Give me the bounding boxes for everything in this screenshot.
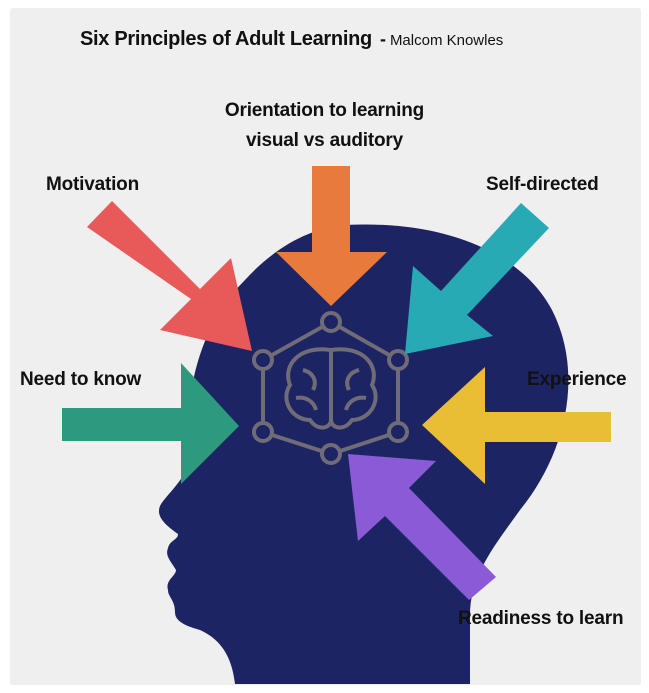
title-text: Six Principles of Adult Learning bbox=[80, 28, 372, 50]
orientation-arrow bbox=[276, 166, 387, 306]
experience-arrow bbox=[422, 367, 611, 484]
brain-network-icon bbox=[252, 311, 409, 465]
orientation-label-line1: Orientation to learning bbox=[224, 100, 425, 121]
motivation-label: Motivation bbox=[46, 174, 139, 195]
orientation-label: Orientation to learning visual vs audito… bbox=[0, 96, 649, 156]
diagram-title: Six Principles of Adult Learning-Malcom … bbox=[80, 28, 503, 51]
readiness-arrow bbox=[348, 454, 496, 600]
experience-label: Experience bbox=[527, 369, 627, 390]
readiness-label: Readiness to learn bbox=[458, 608, 624, 629]
self-directed-label: Self-directed bbox=[486, 174, 599, 195]
motivation-arrow bbox=[87, 201, 252, 351]
title-separator: - bbox=[379, 29, 386, 49]
author-name: Malcom Knowles bbox=[389, 32, 504, 49]
need-to-know-arrow bbox=[62, 363, 239, 484]
orientation-label-line2: visual vs auditory bbox=[246, 130, 403, 151]
need-to-know-label: Need to know bbox=[20, 369, 142, 390]
self-directed-arrow bbox=[405, 203, 549, 354]
